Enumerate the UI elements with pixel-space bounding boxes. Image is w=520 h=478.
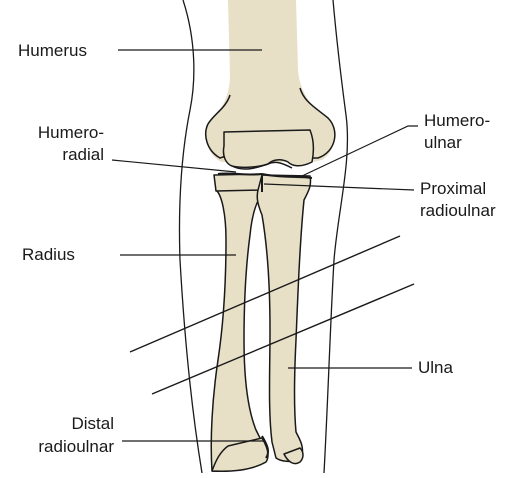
arm-outline-right (324, 0, 347, 473)
humeroradial-joint-line (218, 173, 262, 174)
radius-head (214, 174, 263, 191)
ulna-bone (257, 175, 310, 464)
label-proximal-radioulnar-line2: radioulnar (420, 201, 496, 220)
label-ulna: Ulna (418, 358, 454, 377)
label-humeroulnar-line1: Humero- (424, 111, 490, 130)
label-distal-radioulnar-line1: Distal (71, 414, 114, 433)
leader-humeroradial (112, 160, 236, 172)
humerus-bone (206, 0, 335, 169)
radius-shaft (211, 175, 264, 471)
humerus-trochlea (223, 130, 313, 167)
arm-outline-left (179, 0, 202, 473)
label-humeroradial-line2: radial (62, 145, 104, 164)
label-distal-radioulnar-line2: radioulnar (38, 437, 114, 456)
label-proximal-radioulnar-line1: Proximal (420, 179, 486, 198)
ulna-shaft (257, 175, 310, 461)
label-humerus: Humerus (18, 41, 87, 60)
section-cut-upper (130, 236, 400, 352)
label-humeroradial-line1: Humero- (38, 123, 104, 142)
radius-bone (211, 174, 268, 471)
label-humeroulnar-line2: ulnar (424, 133, 462, 152)
label-radius: Radius (22, 245, 75, 264)
